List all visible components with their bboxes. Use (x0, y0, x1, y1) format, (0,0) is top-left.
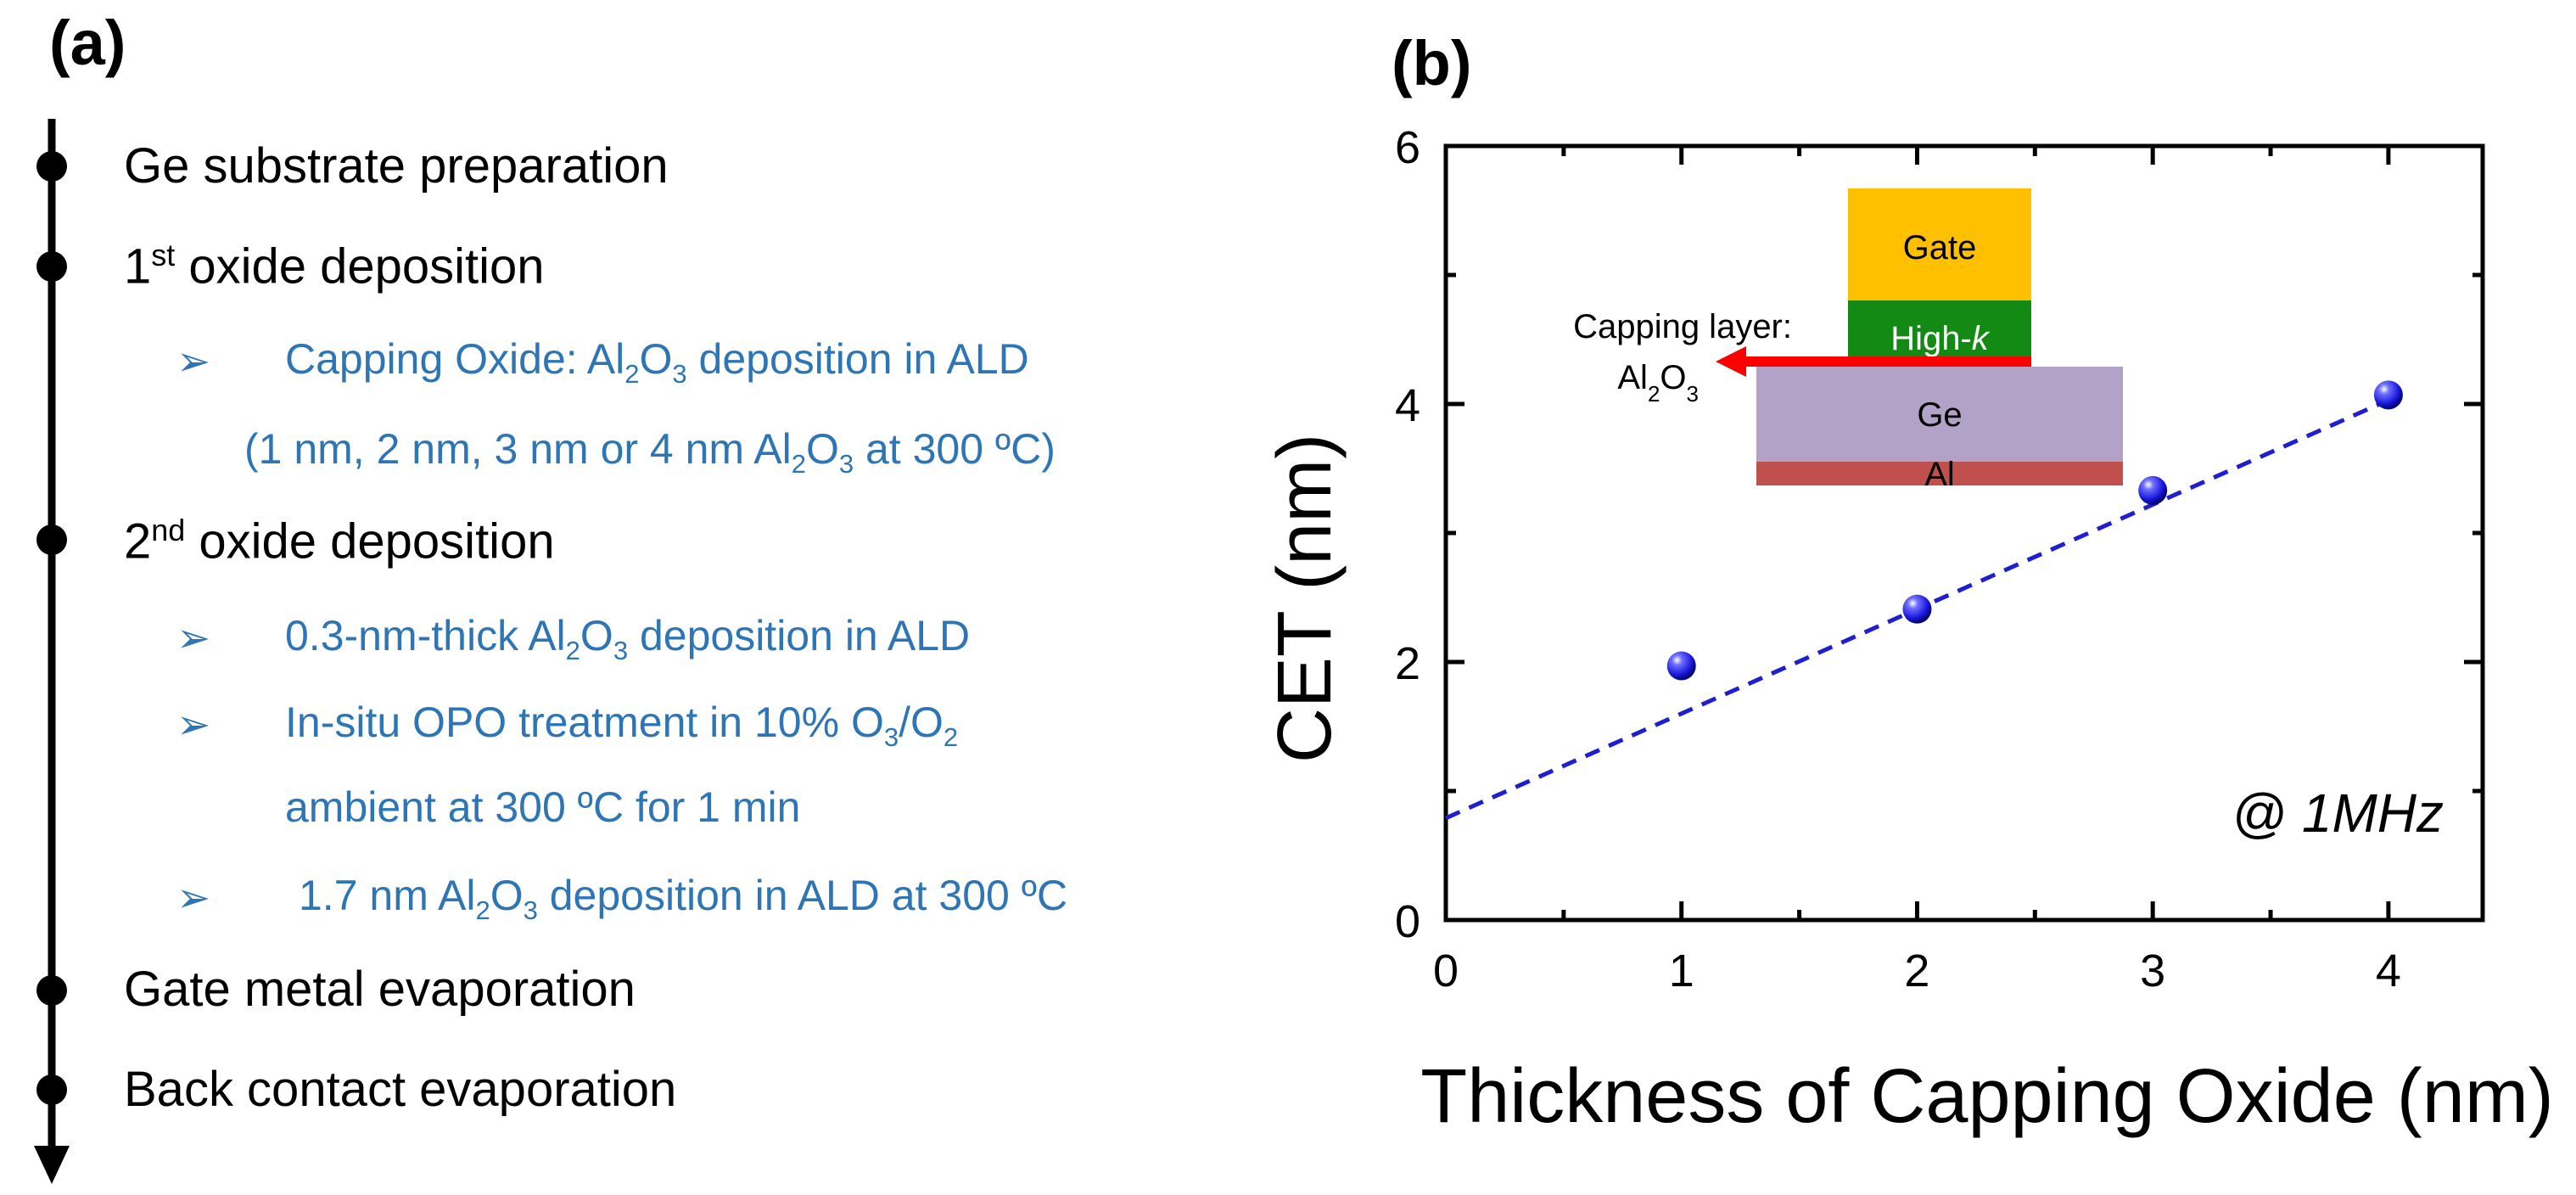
subscript: 2 (565, 636, 580, 665)
italic-k: k (1972, 320, 1991, 357)
y-tick-label: 6 (1395, 122, 1420, 173)
step-gate-metal: Gate metal evaporation (124, 962, 636, 1017)
subscript: 3 (672, 359, 687, 389)
text: deposition in ALD (628, 612, 971, 659)
capping-layer-label: Capping layer: (1573, 308, 1792, 345)
gate-stack-inset: Gate High-k Ge Al Capping layer: Al2O3 (1573, 188, 2123, 493)
text: 0.3-nm-thick Al (285, 612, 566, 659)
subscript: 2 (943, 722, 959, 752)
x-tick-label: 2 (1904, 945, 1929, 996)
text: 1.7 nm Al (299, 872, 476, 919)
timeline-dot (36, 1074, 67, 1105)
thin-al2o3-item: 0.3-nm-thick Al2O3 deposition in ALD (285, 611, 970, 666)
arrow-bullet-icon: ➢ (176, 339, 211, 384)
text: Capping Oxide: Al (285, 335, 625, 383)
chart-ticks: 0 1 2 3 4 0 2 4 6 (1395, 122, 2483, 996)
step-text: oxide deposition (175, 238, 545, 295)
highk-layer (1848, 300, 2031, 356)
x-axis-label: Thickness of Capping Oxide (nm) (1420, 1054, 2554, 1139)
x-tick-label: 3 (2140, 945, 2165, 996)
step-second-oxide: 2nd oxide deposition (124, 513, 555, 569)
timeline-dot (36, 975, 67, 1006)
step-text: oxide deposition (185, 513, 555, 569)
data-point (1666, 651, 1696, 681)
subscript: 2 (1648, 381, 1660, 407)
step-number: 2 (124, 513, 152, 569)
text: (1 nm, 2 nm, 3 nm or 4 nm Al (244, 425, 792, 473)
data-point (1902, 594, 1932, 624)
x-tick-label: 1 (1669, 945, 1694, 996)
step-number: 1 (124, 238, 152, 295)
y-axis-label: CET (nm) (1263, 434, 1347, 763)
text: deposition in ALD (686, 335, 1029, 383)
process-flow-panel: (a) Ge substrate preparation 1st oxide d… (0, 0, 1273, 1195)
data-points (1666, 380, 2403, 681)
text: /O (899, 698, 944, 746)
capping-thickness-item: (1 nm, 2 nm, 3 nm or 4 nm Al2O3 at 300 º… (244, 424, 1056, 480)
text: O (1660, 359, 1686, 396)
text: O (805, 425, 839, 473)
subscript: 2 (475, 895, 490, 925)
timeline-axis (34, 119, 70, 1184)
panel-b-label: (b) (1392, 28, 1472, 98)
subscript: 3 (613, 636, 629, 665)
al-layer-label: Al (1924, 456, 1955, 493)
ge-layer-label: Ge (1917, 396, 1962, 434)
subscript: 2 (791, 449, 806, 479)
timeline-dot (36, 251, 67, 282)
x-tick-label: 0 (1433, 945, 1459, 996)
subscript: 3 (523, 895, 538, 925)
ordinal-suffix: st (151, 238, 176, 272)
al-layer (1756, 462, 2123, 485)
subscript: 3 (838, 449, 854, 479)
step-back-contact: Back contact evaporation (124, 1062, 677, 1117)
step-first-oxide: 1st oxide deposition (124, 238, 545, 295)
arrow-bullet-icon: ➢ (176, 876, 211, 921)
ge-layer (1756, 367, 2123, 462)
capping-arrow-head (1716, 346, 1746, 377)
text: O (639, 335, 673, 383)
text: deposition in ALD at 300 ºC (537, 872, 1068, 919)
data-point (2138, 475, 2168, 505)
frequency-annotation: @ 1MHz (2232, 783, 2444, 844)
final-al2o3-item: 1.7 nm Al2O3 deposition in ALD at 300 ºC (299, 871, 1067, 926)
text: O (580, 612, 613, 659)
timeline-arrowhead (34, 1146, 70, 1184)
y-tick-label: 4 (1395, 380, 1420, 431)
subscript: 3 (1687, 381, 1699, 407)
y-tick-label: 0 (1395, 896, 1420, 947)
x-tick-label: 4 (2376, 945, 2401, 996)
text: Al (1617, 359, 1648, 396)
text: High- (1890, 320, 1972, 357)
capping-formula: Al2O3 (1617, 359, 1699, 407)
capping-oxide-item: Capping Oxide: Al2O3 deposition in ALD (285, 334, 1029, 390)
text: at 300 ºC) (854, 425, 1056, 473)
timeline-dot (36, 151, 67, 182)
panel-a-label: (a) (49, 8, 126, 78)
data-point (2373, 380, 2403, 410)
text: O (490, 872, 524, 919)
opo-treatment-detail: ambient at 300 ºC for 1 min (285, 783, 801, 831)
arrow-bullet-icon: ➢ (176, 616, 211, 661)
y-tick-label: 2 (1395, 638, 1420, 689)
timeline-dot (36, 525, 67, 555)
text: In-situ OPO treatment in 10% O (285, 698, 884, 746)
highk-layer-label: High-k (1890, 320, 1991, 357)
step-ge-substrate: Ge substrate preparation (124, 138, 669, 194)
opo-treatment-item: In-situ OPO treatment in 10% O3/O2 (285, 698, 958, 753)
ordinal-suffix: nd (151, 513, 186, 547)
subscript: 3 (883, 722, 899, 752)
gate-layer (1848, 188, 2031, 300)
subscript: 2 (624, 359, 640, 389)
arrow-bullet-icon: ➢ (176, 703, 211, 748)
gate-layer-label: Gate (1903, 229, 1977, 266)
